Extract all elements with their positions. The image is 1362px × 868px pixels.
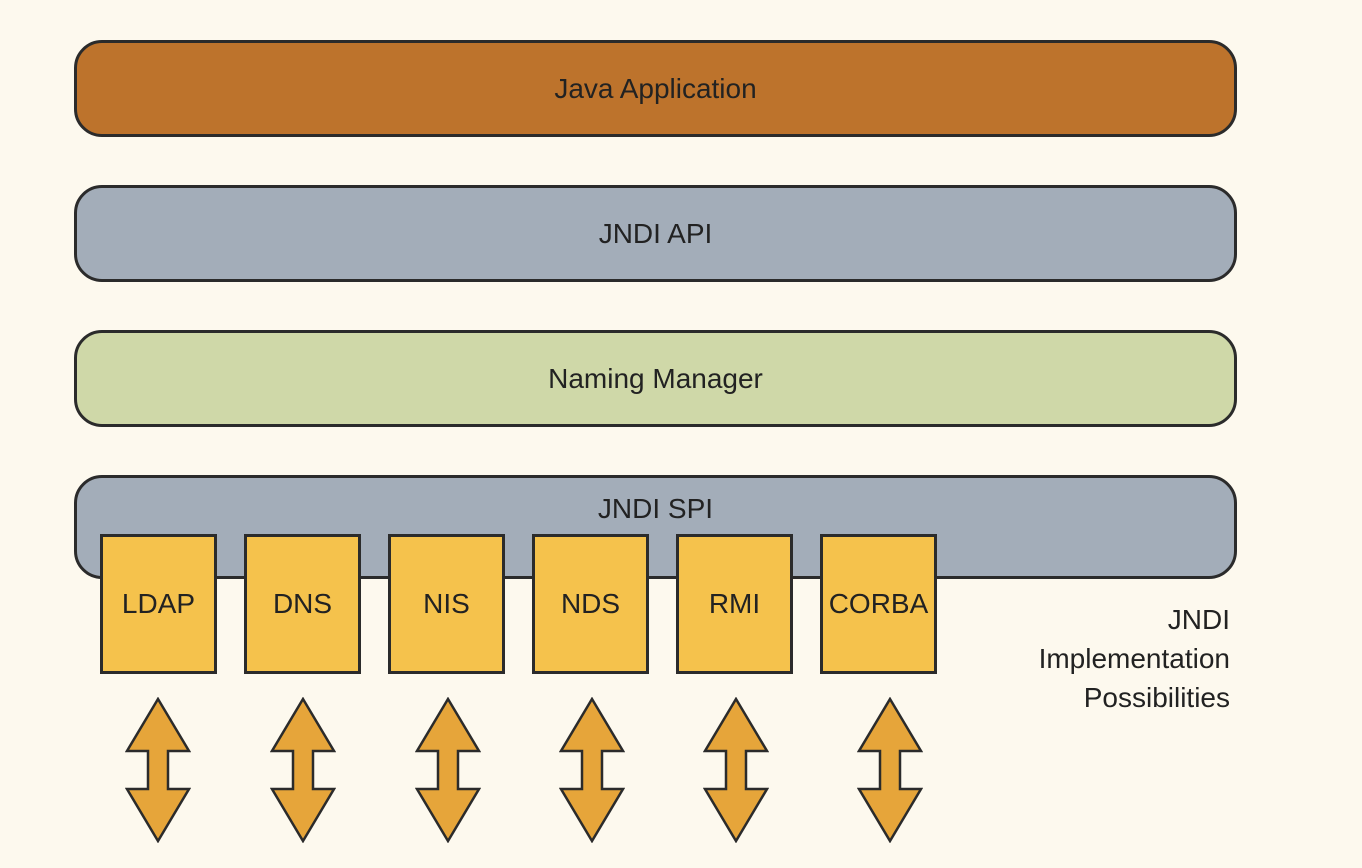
implementation-label: CORBA [828, 588, 929, 619]
layer-java-application: Java Application [74, 40, 1237, 137]
double-vertical-arrow-icon [857, 697, 923, 843]
implementation-label: LDAP [121, 588, 196, 619]
double-vertical-arrow-icon [415, 697, 481, 843]
double-vertical-arrow-icon [559, 697, 625, 843]
implementation-box-nis: NIS [388, 534, 505, 674]
implementation-box-nds: NDS [532, 534, 649, 674]
implementation-box-rmi: RMI [676, 534, 793, 674]
implementation-label: RMI [708, 588, 761, 619]
implementation-label: NIS [423, 588, 470, 619]
implementation-box-corba: CORBA [820, 534, 937, 674]
double-vertical-arrow-icon [125, 697, 191, 843]
implementation-box-ldap: LDAP [100, 534, 217, 674]
double-vertical-arrow-icon [270, 697, 336, 843]
double-vertical-arrow-icon [703, 697, 769, 843]
layer-jndi-api: JNDI API [74, 185, 1237, 282]
layer-label: Naming Manager [548, 363, 763, 394]
implementation-possibilities-label: JNDI Implementation Possibilities [1038, 604, 1230, 713]
implementation-label: NDS [560, 588, 621, 619]
layer-naming-manager: Naming Manager [74, 330, 1237, 427]
layer-label: Java Application [554, 73, 757, 104]
implementation-label: DNS [272, 588, 333, 619]
layer-label: JNDI API [598, 218, 713, 249]
layer-label: JNDI SPI [597, 493, 714, 524]
implementation-box-dns: DNS [244, 534, 361, 674]
